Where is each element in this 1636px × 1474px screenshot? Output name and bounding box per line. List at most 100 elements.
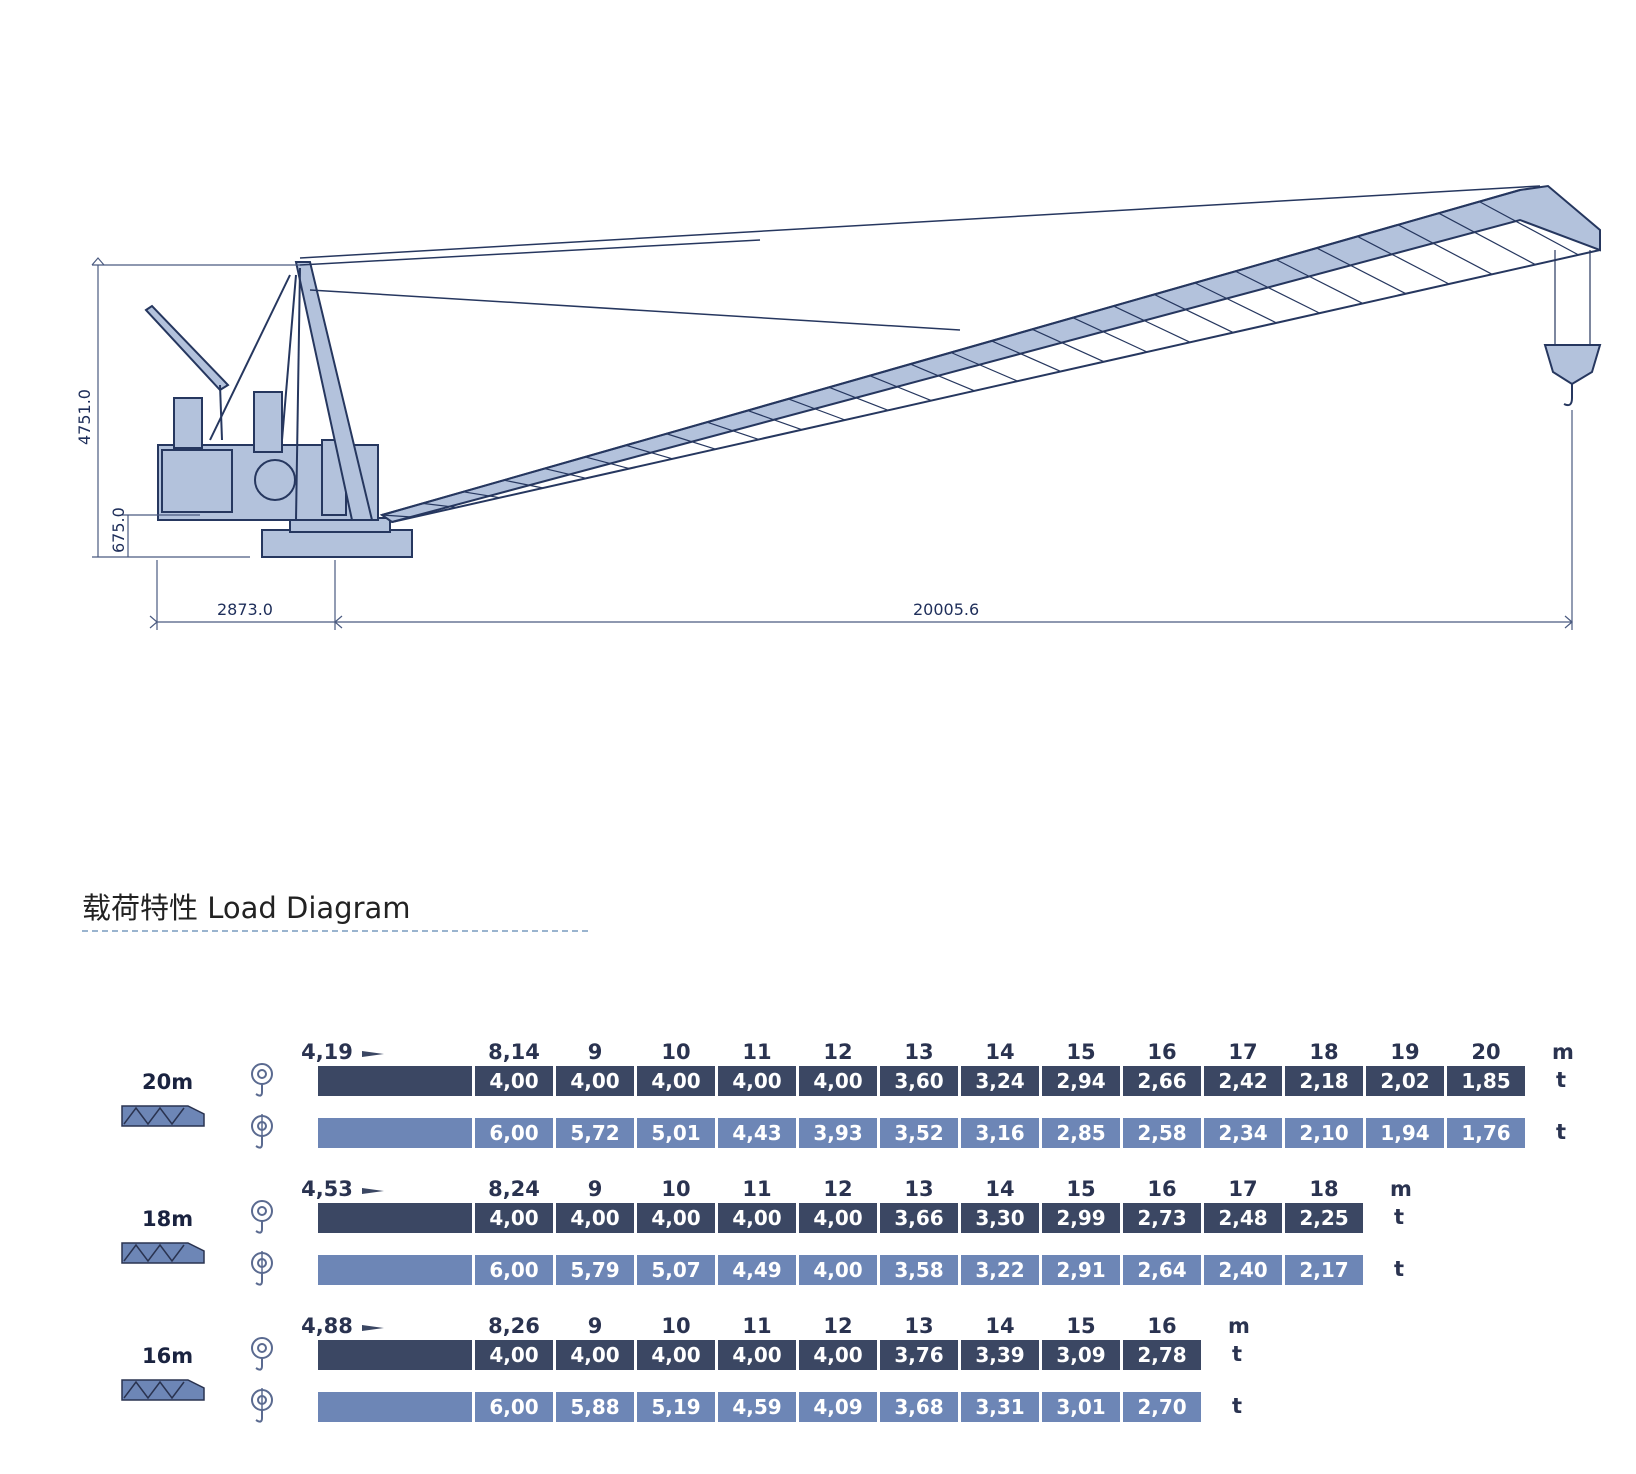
radius-header: 20 — [1471, 1040, 1501, 1064]
double_fall-load-cell: 3,93 — [799, 1118, 877, 1148]
radius-header: 17 — [1228, 1177, 1258, 1201]
boom-lattice-member — [463, 491, 500, 499]
radius-header: 9 — [587, 1177, 603, 1201]
radius-header: 18 — [1309, 1040, 1339, 1064]
double_fall-load-cell: 2,70 — [1123, 1392, 1201, 1422]
boom-lattice-member — [1235, 270, 1320, 314]
double_fall-load-cell: 4,43 — [718, 1118, 796, 1148]
boom-lattice-member — [422, 502, 457, 509]
crane-side-elevation-drawing: 4751.0 675.0 2873.0 20005.6 — [75, 184, 1602, 630]
single_fall-load-cell: 1,85 — [1447, 1066, 1525, 1096]
single_fall-load-cell: 4,00 — [718, 1203, 796, 1233]
hook-block — [1543, 344, 1602, 386]
double_fall-load-cell: 5,79 — [556, 1255, 634, 1285]
single_fall-load-cell: 4,00 — [637, 1203, 715, 1233]
min-radius-label: 4,88 — [301, 1314, 353, 1338]
boom-lattice-member — [1153, 293, 1234, 334]
boom-length-label: 18m — [142, 1207, 194, 1231]
single_fall-load-cell: 2,78 — [1123, 1340, 1201, 1370]
double_fall-load-cell: 3,22 — [961, 1255, 1039, 1285]
double_fall-load-cell: 3,31 — [961, 1392, 1039, 1422]
single_fall-load-cell: 4,00 — [556, 1066, 634, 1096]
boom-lattice-member — [1316, 247, 1407, 295]
radius-header: 12 — [823, 1177, 853, 1201]
radius-header: 17 — [1228, 1040, 1258, 1064]
single_fall-load-cell: 4,00 — [556, 1340, 634, 1370]
single_fall-load-cell: 4,00 — [637, 1066, 715, 1096]
load-unit: t — [1232, 1342, 1243, 1366]
boom-length-label: 16m — [142, 1344, 194, 1368]
double_fall-load-cell: 3,58 — [880, 1255, 958, 1285]
double_fall-load-cell: 4,00 — [799, 1255, 877, 1285]
radius-header: 10 — [661, 1177, 691, 1201]
boom-lattice-member — [1479, 201, 1579, 256]
hook-double-icon — [251, 1114, 273, 1149]
single_fall-load-cell: 2,25 — [1285, 1203, 1363, 1233]
dim-height-base: 675.0 — [109, 507, 128, 553]
radius-header: 13 — [904, 1314, 934, 1338]
rear-derrick-arm — [144, 304, 230, 392]
arrow-right-icon — [362, 1325, 384, 1331]
single_fall-load-cell: 2,42 — [1204, 1066, 1282, 1096]
mast-front-leg — [294, 261, 374, 521]
boom-lattice-member — [1194, 282, 1277, 324]
boom-lattice-member — [828, 386, 889, 411]
winch-drum — [161, 449, 233, 513]
double_fall-load-cell: 4,09 — [799, 1392, 877, 1422]
load-unit: t — [1394, 1257, 1405, 1281]
radius-header: 9 — [587, 1040, 603, 1064]
hoist-rope — [309, 289, 961, 331]
boom-lattice-icon — [121, 1379, 205, 1401]
radius-header: 16 — [1147, 1177, 1177, 1201]
single_fall-lead-block — [318, 1340, 472, 1370]
single_fall-load-cell: 4,00 — [475, 1340, 553, 1370]
radius-unit: m — [1390, 1177, 1412, 1201]
radius-header: 19 — [1390, 1040, 1420, 1064]
dim-height-total: 4751.0 — [75, 389, 94, 445]
boom-lattice-member — [1032, 328, 1105, 363]
single_fall-load-cell: 3,30 — [961, 1203, 1039, 1233]
double_fall-load-cell: 6,00 — [475, 1255, 553, 1285]
single_fall-load-cell: 2,73 — [1123, 1203, 1201, 1233]
single_fall-load-cell: 2,02 — [1366, 1066, 1444, 1096]
single_fall-load-cell: 4,00 — [475, 1066, 553, 1096]
radius-header: 16 — [1147, 1314, 1177, 1338]
radius-header: 10 — [661, 1314, 691, 1338]
min-radius-label: 4,19 — [301, 1040, 353, 1064]
radius-header: 13 — [904, 1040, 934, 1064]
crane-hook-icon — [1563, 384, 1573, 407]
single_fall-load-cell: 4,00 — [475, 1203, 553, 1233]
rear-derrick-post — [219, 384, 223, 441]
radius-header: 13 — [904, 1177, 934, 1201]
single_fall-load-cell: 4,00 — [718, 1066, 796, 1096]
double_fall-load-cell: 2,64 — [1123, 1255, 1201, 1285]
radius-header: 12 — [823, 1314, 853, 1338]
single_fall-load-cell: 3,76 — [880, 1340, 958, 1370]
single_fall-load-cell: 3,09 — [1042, 1340, 1120, 1370]
boom-bottom-chord — [391, 249, 1601, 523]
luffing-rope-upper — [299, 185, 1541, 259]
crane-line-art — [144, 184, 1602, 558]
double_fall-load-cell: 4,49 — [718, 1255, 796, 1285]
dim-width-rear: 2873.0 — [217, 600, 273, 619]
radius-header: 15 — [1066, 1177, 1096, 1201]
radius-header: 8,26 — [488, 1314, 540, 1338]
single_fall-load-cell: 2,99 — [1042, 1203, 1120, 1233]
single_fall-lead-block — [318, 1203, 472, 1233]
title-divider — [82, 930, 588, 932]
single_fall-load-cell: 2,94 — [1042, 1066, 1120, 1096]
boom-lattice-member — [666, 433, 716, 450]
single_fall-lead-block — [318, 1066, 472, 1096]
hook-single-icon — [251, 1063, 273, 1097]
double_fall-load-cell: 2,40 — [1204, 1255, 1282, 1285]
radius-header: 11 — [742, 1314, 772, 1338]
double_fall-lead-block — [318, 1392, 472, 1422]
hook-single-icon — [251, 1337, 273, 1371]
single_fall-load-cell: 2,18 — [1285, 1066, 1363, 1096]
min-radius-label: 4,53 — [301, 1177, 353, 1201]
boom-lattice-member — [747, 409, 803, 431]
load-unit: t — [1232, 1394, 1243, 1418]
radius-header: 11 — [742, 1040, 772, 1064]
double_fall-load-cell: 3,52 — [880, 1118, 958, 1148]
